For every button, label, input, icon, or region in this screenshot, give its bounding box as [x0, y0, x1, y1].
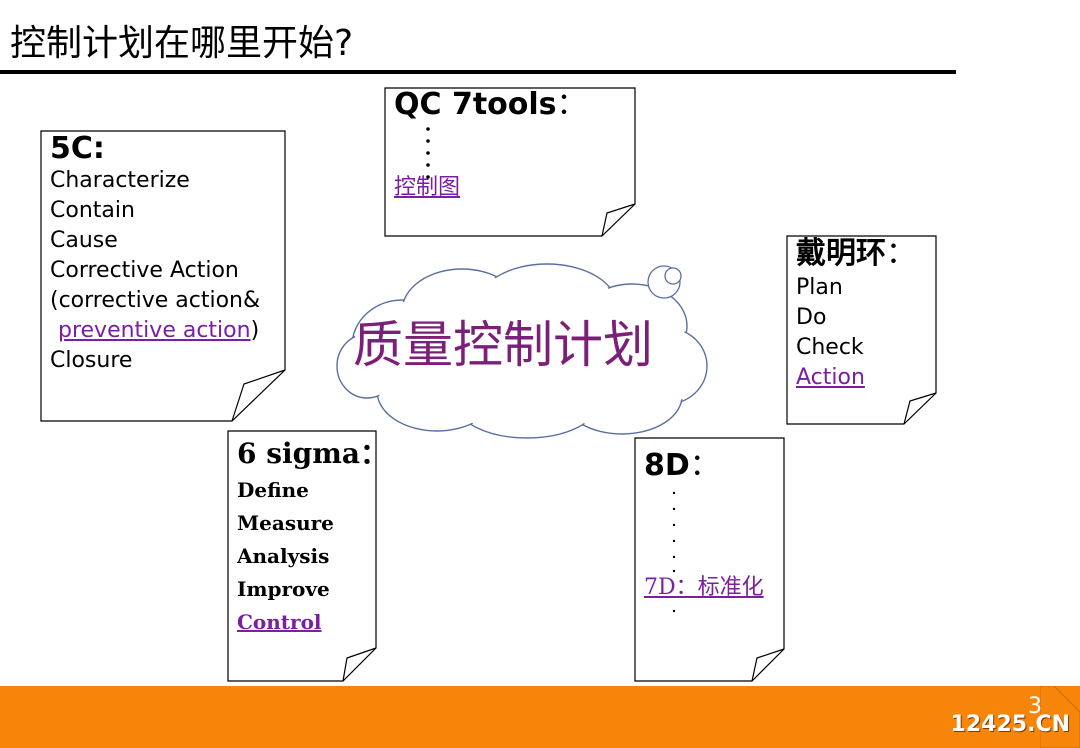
note-5c-item: Contain — [50, 198, 135, 223]
note-qc7tools-header: QC 7tools — [394, 87, 557, 122]
note-qc7tools: QC 7tools： 控制图 — [384, 87, 636, 237]
cloud-shape — [336, 263, 708, 439]
note-5c-item: Corrective Action — [50, 258, 239, 283]
note-5c-item: (corrective action& — [50, 288, 261, 313]
title-rule — [0, 70, 956, 74]
note-qc7tools-frame — [384, 87, 636, 237]
note-8d-header: 8D — [644, 448, 690, 483]
watermark-logo: 12425.CN — [950, 712, 1070, 737]
note-5c-item-closure: Closure — [50, 348, 133, 373]
page-number: 3 — [1028, 694, 1042, 719]
note-8d-colon: ： — [689, 448, 720, 483]
note-deming-item: Check — [796, 335, 864, 360]
note-deming-colon: ： — [886, 236, 916, 271]
footer-bar — [0, 686, 1080, 748]
cloud-label: 质量控制计划 — [353, 316, 653, 374]
note-6sigma-item: Define — [237, 478, 309, 502]
page-title: 控制计划在哪里开始? — [10, 23, 354, 64]
vertical-ellipsis-icon — [426, 127, 430, 179]
note-5c: 5C: Characterize Contain Cause Correctiv… — [40, 130, 286, 422]
note-deming-item: Plan — [796, 275, 843, 300]
control-chart-link[interactable]: 控制图 — [394, 175, 461, 200]
note-5c-item: Characterize — [50, 168, 190, 193]
note-6-sigma: 6 sigma： Define Measure Analysis Improve… — [227, 430, 388, 682]
vertical-ellipsis-icon — [672, 491, 676, 573]
note-6sigma-header: 6 sigma — [237, 437, 360, 470]
action-link[interactable]: Action — [796, 365, 865, 390]
note-deming-frame — [786, 235, 937, 425]
note-deming-cycle: 戴明环： Plan Do Check Action — [786, 235, 937, 425]
note-5c-frame — [40, 130, 286, 422]
note-5c-header: 5C: — [50, 131, 105, 166]
note-8d: 8D： 7D：标准化 — [634, 437, 785, 682]
standardization-link[interactable]: 7D：标准化 — [644, 575, 764, 600]
note-6sigma-item: Improve — [237, 577, 330, 601]
trailing-dot-icon — [672, 609, 676, 613]
control-link[interactable]: Control — [237, 610, 322, 634]
note-8d-frame — [634, 437, 785, 682]
note-deming-header: 戴明环 — [796, 236, 886, 271]
note-6sigma-item: Measure — [237, 511, 334, 535]
note-6sigma-colon: ： — [359, 437, 388, 470]
note-qc7tools-colon: ： — [556, 87, 587, 122]
note-6sigma-frame — [227, 430, 377, 682]
note-deming-item: Do — [796, 305, 827, 330]
preventive-action-link[interactable]: preventive action — [58, 318, 251, 343]
note-6sigma-item: Analysis — [237, 544, 330, 568]
note-5c-item: Cause — [50, 228, 118, 253]
note-5c-paren: ) — [250, 318, 260, 343]
footer-corner-tab — [1040, 686, 1080, 748]
